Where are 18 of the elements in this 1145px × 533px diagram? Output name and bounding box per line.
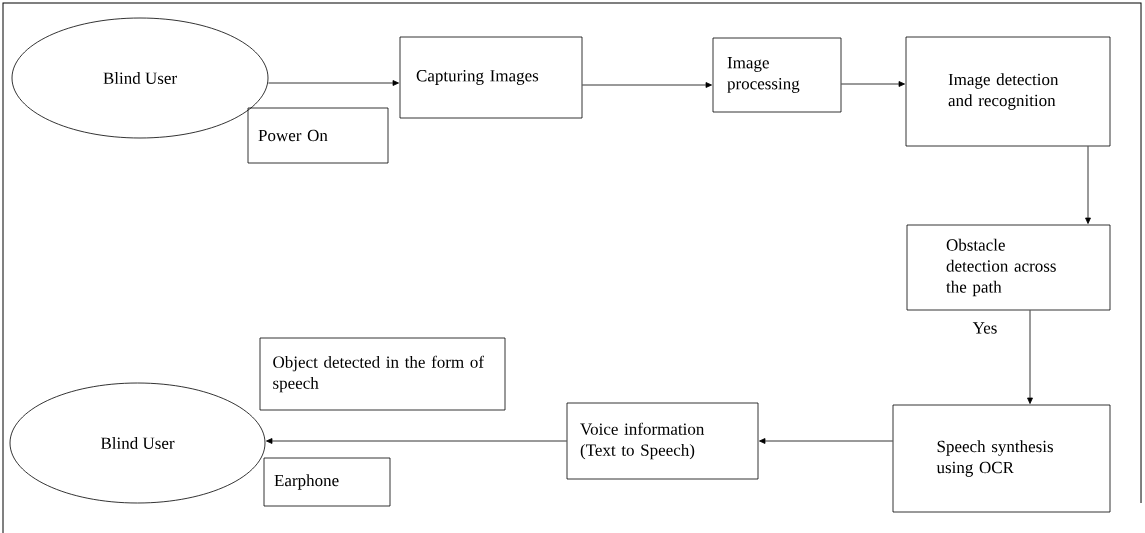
arrow <box>268 80 399 86</box>
process-box: Image processing <box>712 37 842 113</box>
arrow <box>582 82 712 88</box>
process-box: Image detection and recognition <box>905 36 1111 147</box>
ellipse-node: Blind User <box>9 382 266 504</box>
arrow <box>1027 310 1033 404</box>
process-box: Power On <box>247 107 389 164</box>
edge-label: Yes <box>971 321 999 335</box>
process-box: Earphone <box>263 457 391 507</box>
arrow <box>759 438 893 444</box>
process-box: Object detected in the form of speech <box>259 337 506 411</box>
process-box: Obstacle detection across the path <box>906 224 1111 311</box>
process-box: Capturing Images <box>399 36 583 119</box>
arrow <box>841 81 905 87</box>
arrow <box>266 438 567 444</box>
arrow <box>1085 146 1091 224</box>
process-box: Speech synthesis using OCR <box>892 404 1111 513</box>
process-box: Voice information (Text to Speech) <box>566 402 759 480</box>
